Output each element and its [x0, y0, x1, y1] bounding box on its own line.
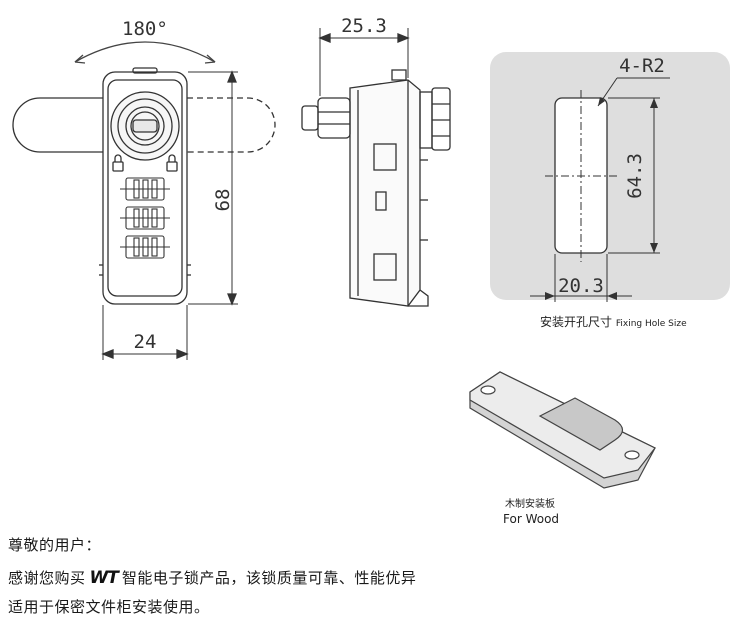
wood-plate-caption-cn: 木制安装板	[505, 499, 555, 510]
corner-radius-label: 4-R2	[619, 55, 665, 77]
cutout-width-label: 20.3	[558, 275, 604, 297]
brand-logo: WT	[89, 568, 119, 588]
side-view	[301, 28, 451, 307]
greeting-text: 尊敬的用户：	[8, 536, 102, 554]
description-line-2: 适用于保密文件柜安装使用。	[8, 598, 210, 616]
fixing-hole-caption: 安装开孔尺寸 Fixing Hole Size	[540, 313, 687, 330]
rotation-label: 180°	[122, 18, 168, 40]
fixing-hole-caption-en: Fixing Hole Size	[615, 319, 687, 329]
description-line-1-start: 感谢您购买	[8, 569, 86, 587]
width-24-label: 24	[134, 331, 157, 353]
height-68-label: 68	[212, 189, 234, 212]
wood-plate-caption-en: For Wood	[503, 512, 560, 526]
description-line-1-end: 智能电子锁产品，该锁质量可靠、性能优异	[121, 569, 417, 587]
fixing-hole-caption-cn: 安装开孔尺寸	[540, 315, 613, 329]
cutout-height-label: 64.3	[624, 153, 646, 199]
depth-25-3-label: 25.3	[341, 15, 387, 37]
cutout-view	[490, 52, 730, 302]
front-view	[12, 41, 276, 360]
wood-plate-illustration	[469, 371, 656, 489]
